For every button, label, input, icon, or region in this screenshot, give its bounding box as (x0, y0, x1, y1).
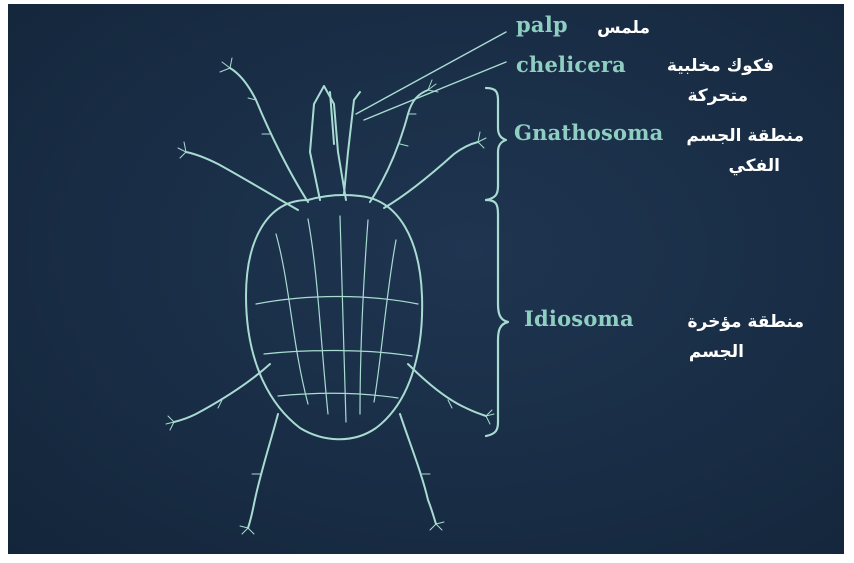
palp-arabic-label: ملمس (597, 14, 650, 42)
leg-3-left (174, 364, 270, 422)
leg-3-right (408, 364, 486, 416)
body-texture-lines (256, 216, 418, 422)
leg-1-right (370, 90, 428, 202)
gnathosoma-arabic-label-line2: الفكي (728, 152, 780, 180)
idiosoma-label: Idiosoma (524, 306, 634, 331)
chelicera-arabic-label-line2: متحركة (688, 82, 749, 110)
mite-diagram-slide: palp chelicera Gnathosoma Idiosoma ملمس … (8, 4, 844, 554)
leg-4-right (400, 414, 436, 524)
idiosoma-brace (486, 200, 508, 436)
gnathosoma-label: Gnathosoma (514, 120, 663, 145)
chelicera-label: chelicera (516, 52, 626, 77)
gnathosoma-arabic-label-line1: منطقة الجسم (686, 122, 804, 150)
leg-1-left (230, 68, 308, 202)
gnathosoma-brace (486, 88, 506, 200)
palp-pointer-line (356, 32, 506, 114)
palp-label: palp (516, 12, 568, 37)
chelicera-arabic-label-line1: فكوك مخلبية (667, 52, 774, 80)
gnathosoma-outline (310, 86, 346, 200)
leg-4-left (248, 414, 278, 528)
leg-2-left (186, 152, 298, 210)
leg-2-right (384, 142, 478, 208)
idiosoma-arabic-label-line1: منطقة مؤخرة (687, 308, 804, 336)
idiosoma-body-outline (246, 195, 422, 439)
idiosoma-arabic-label-line2: الجسم (689, 338, 744, 366)
